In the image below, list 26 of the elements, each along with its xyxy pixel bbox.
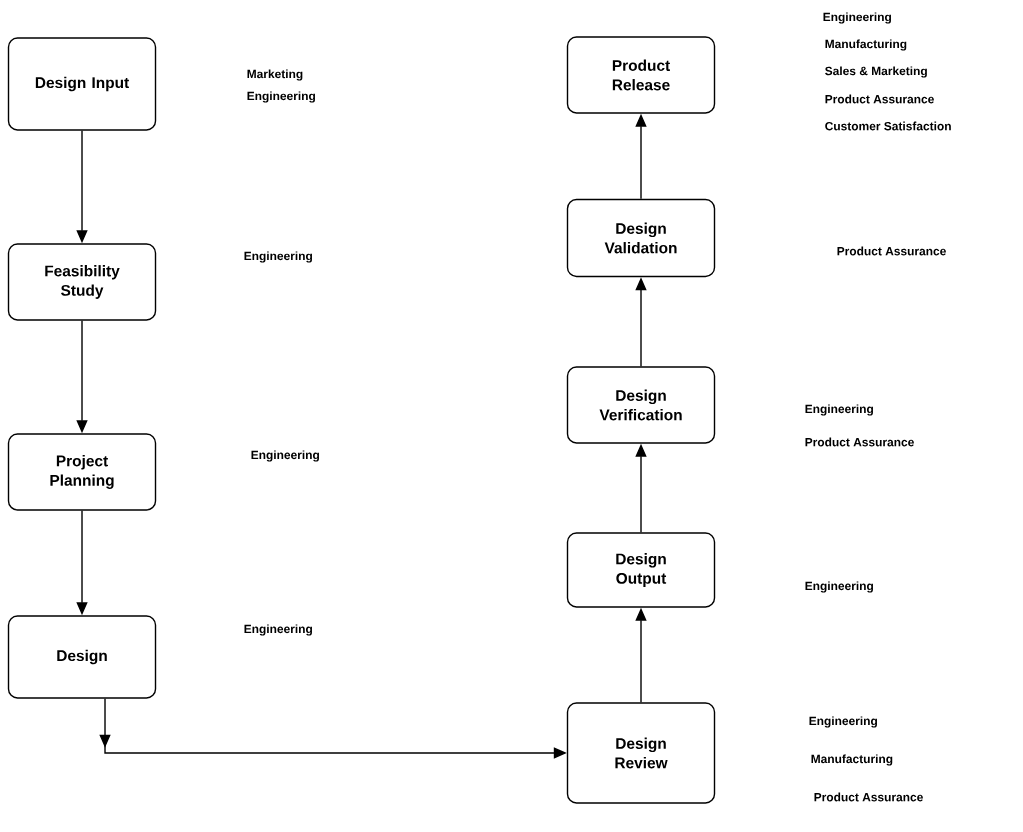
department-label: Product Assurance — [825, 94, 934, 104]
process-box: Design Output — [566, 532, 716, 608]
department-label: Manufacturing — [811, 754, 893, 766]
department-label: Engineering — [805, 581, 873, 593]
department-label: Sales & Marketing — [825, 66, 927, 78]
process-box: Design Verification — [566, 366, 716, 444]
department-label: Engineering — [805, 404, 873, 416]
department-label: Engineering — [823, 12, 891, 24]
department-label: Product Assurance — [805, 437, 914, 447]
process-box: Design Review — [566, 702, 716, 804]
department-label: Engineering — [247, 91, 315, 103]
department-label: Engineering — [251, 450, 319, 462]
department-label: Engineering — [244, 624, 312, 636]
process-box: Project Planning — [7, 433, 157, 511]
department-label: Product Assurance — [814, 792, 923, 802]
process-box: Design Input — [7, 37, 157, 131]
process-box: Design — [7, 615, 157, 699]
department-label: Customer Satisfaction — [825, 121, 951, 131]
department-label: Marketing — [247, 69, 303, 81]
process-box: Design Validation — [566, 198, 716, 278]
department-label: Product Assurance — [837, 246, 946, 256]
process-box: Product Release — [566, 36, 716, 114]
department-label: Manufacturing — [825, 39, 907, 51]
department-label: Engineering — [809, 716, 877, 728]
department-label: Engineering — [244, 251, 312, 263]
process-box: Feasibility Study — [7, 243, 157, 321]
